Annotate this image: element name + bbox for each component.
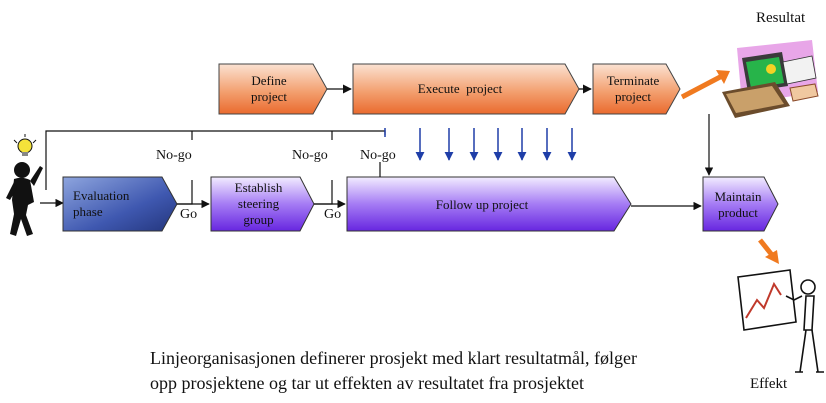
execute-project-box (352, 63, 580, 115)
go-line-1 (177, 180, 193, 205)
evaluation-phase-box (62, 176, 178, 232)
terminate-project-box (592, 63, 681, 115)
orange-arrow-resultat (680, 73, 724, 100)
nogo-label-3: No-go (360, 148, 396, 163)
follow-up-project-box (346, 176, 632, 232)
follow-up-project-label: Follow up project (435, 197, 529, 212)
nogo-label-2: No-go (292, 148, 328, 163)
go-label-2: Go (324, 207, 342, 222)
go-label-1: Go (180, 207, 198, 222)
presentation-clipart-icon (737, 269, 824, 373)
orange-arrow-effekt-head (765, 250, 779, 264)
go-line-2 (314, 180, 333, 205)
computer-clipart-icon (722, 40, 819, 118)
execute-project-label: Execute project (417, 81, 503, 96)
establish-steering-group-label: Establish steering group (234, 180, 283, 227)
resultat-label: Resultat (756, 10, 806, 26)
person-lightbulb-icon (6, 134, 43, 236)
define-project-box (218, 63, 328, 115)
caption-line-2: opp prosjektene og tar ut effekten av re… (150, 373, 585, 393)
caption-line-1: Linjeorganisasjonen definerer prosjekt m… (150, 348, 638, 368)
terminate-project-label: Terminate project (606, 73, 660, 104)
establish-steering-group-box (210, 176, 315, 232)
blue-down-arrows (415, 128, 577, 161)
feedback-line (45, 130, 386, 173)
define-project-label: Define project (250, 73, 288, 104)
evaluation-phase-label: Evaluation phase (73, 188, 130, 219)
effekt-label: Effekt (750, 376, 788, 392)
maintain-product-box (702, 176, 779, 232)
orange-arrow-resultat-head (716, 70, 730, 84)
nogo-label-1: No-go (156, 148, 192, 163)
maintain-product-label: Maintain product (714, 189, 762, 220)
orange-arrow-effekt (758, 238, 774, 257)
